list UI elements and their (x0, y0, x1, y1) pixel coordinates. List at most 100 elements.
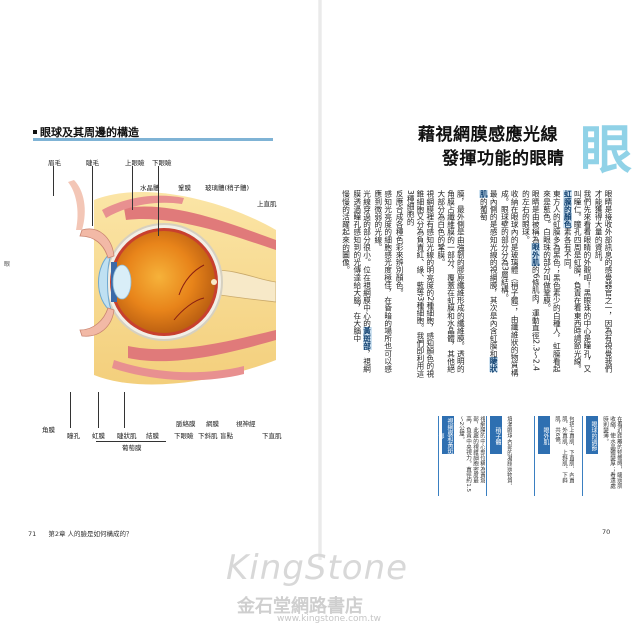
text-run: ，視網膜透過瞳孔感知到的光傳達給大腦，在大腦中 (352, 190, 372, 373)
text-column: 感知光亮度的細胞感光度極佳，在昏暗的場所也可以感應到微弱的光線。 (374, 190, 393, 378)
upper-eyelid (79, 228, 115, 259)
label-uvea: 葡萄膜 (122, 444, 142, 452)
leader-line (124, 392, 125, 428)
label-lens: 水晶體 (140, 184, 160, 192)
section-title-text: 眼球及其周邊的構造 (40, 126, 139, 139)
text-column: 眼睛是接收外部訊息的感覺器官之一，因為有視覺我們才能獲得大量的資訊。 (594, 190, 613, 378)
label-vitreous: 玻璃體(稍子體) (205, 184, 250, 192)
label-lower-lid: 下眼瞼 (174, 432, 194, 440)
text-run: 的6條肌肉，運動直徑2.3～2.4的左右的眼球。 (521, 190, 541, 372)
text-column: 慢慢的活躍起來的圖像。 (341, 190, 351, 378)
label-sclera: 鞏膜 (178, 184, 191, 192)
text-run: 眼睛是由被稱為 (531, 190, 541, 244)
text-column: 反應合成各種色彩來辨別顏色。 (395, 190, 404, 378)
text-run: 感知光亮度的細胞感光度極佳，在昏暗的場所也可以感應到微弱的光線。 (373, 190, 393, 373)
page-number-left: 71 (28, 530, 37, 538)
side-note: 稍子體填滿眼球內部的凝膠狀物質。 (486, 416, 527, 496)
headline-line-1: 藉視網膜感應光線 (418, 125, 558, 145)
chapter-footer: 第2章 人的臉是如何構成的？ (48, 530, 133, 538)
title-underline (33, 138, 273, 141)
text-column: 視網膜裡有感知光線的明亮度的2種細胞，感知顏色的視錐細胞又分為負責紅、綠、藍等3… (406, 190, 435, 378)
side-note-text: 視網膜的中心部位稱為黃斑部，此處的視錐細胞密度最高，負責中央視力。直徑約1.5～… (458, 416, 485, 493)
highlighted-term: 眼外肌 (531, 243, 541, 267)
label-eyebrow: 眉毛 (48, 159, 61, 167)
page-number-right: 70 (602, 528, 611, 536)
label-optic-nerve: 視神經 (236, 420, 256, 428)
text-column (467, 190, 477, 378)
text-column: 我們先來看看眼睛的外觀吧！黑眼珠的中心是瞳孔，又叫瞳仁。瞳孔四周是虹膜，負責在看… (563, 190, 592, 378)
text-run: 收納在眼球內的是玻璃體（稍子體），由纖維狀的物質構成。眼球壁的部分分為3層結構。 (500, 190, 520, 377)
headline-line-2: 發揮功能的眼睛 (442, 149, 565, 169)
text-column: 眼睛是由被稱為眼外肌的6條肌肉，運動直徑2.3～2.4的左右的眼球。 (521, 190, 541, 378)
label-inferior-rectus: 下直肌 (262, 432, 282, 440)
book-spread: 眼球及其周邊的構造 眼 (0, 0, 633, 624)
superior-rectus-muscle (124, 206, 276, 250)
leader-line (132, 166, 133, 210)
leader-line (70, 392, 71, 428)
side-note-heading: 稍子體 (490, 416, 502, 454)
side-tab: 眼 (4, 261, 11, 268)
blind-spot (211, 279, 217, 285)
text-run: 慢慢的活躍起來的圖像。 (341, 190, 351, 274)
text-run: 的葡萄 (479, 197, 489, 221)
text-column: 光線穿過的部分很小。位在視網膜中心的黃斑部，視網膜透過瞳孔感知到的光傳達給大腦，… (353, 190, 372, 378)
label-superior-rectus: 上直肌 (257, 200, 277, 208)
uvea-bracket (96, 441, 166, 442)
leader-line (158, 166, 159, 236)
watermark-logo: KingStone (226, 548, 409, 588)
side-note-heading: 眼外肌 (538, 416, 550, 454)
side-note-text: 包括上直肌、下直肌、內直肌、外直肌、上斜肌、下斜肌，共6條。 (554, 416, 574, 484)
label-retina: 網膜 (206, 420, 219, 428)
inferior-oblique-muscle (112, 360, 244, 381)
watermark-name: 金石堂網路書店 (237, 596, 363, 617)
lens (112, 264, 132, 300)
optic-nerve (213, 269, 276, 303)
lower-eyelid (79, 307, 115, 337)
left-page: 眼球及其周邊的構造 眼 (0, 0, 320, 560)
label-inferior-oblique: 下斜肌 (198, 432, 218, 440)
text-run: 眼睛是接收外部訊息的感覺器官之一，因為有視覺我們才能獲得大量的資訊。 (594, 190, 613, 373)
text-column: 東方人的虹膜多為黑色；黑色素少的白種人，虹膜看起來是藍色。白眼珠的部分叫做鞏膜。 (542, 190, 562, 378)
side-note: 眼球的調節在看近距離的物體時，睫狀肌收縮，使水晶體變厚；看遠處時則變薄。 (582, 416, 623, 496)
text-run: 膜，最外側是由強韌的膠原纖維形成的纖維膜。透明的角膜占纖維膜的一部分，覆蓋在虹膜… (436, 190, 466, 373)
footer-left: 71 第2章 人的臉是如何構成的？ (28, 528, 133, 538)
text-run: 素各有不同。 (563, 228, 573, 274)
label-blind-spot: 盲點 (220, 432, 233, 440)
leader-line (92, 166, 93, 226)
eye-anatomy-diagram (68, 180, 276, 385)
text-column: 收納在眼球內的是玻璃體（稍子體），由纖維狀的物質構成。眼球壁的部分分為3層結構。 (500, 190, 519, 378)
retinal-vessel (173, 297, 205, 321)
text-run: 光線穿過的部分很小。位在視網膜中心的 (362, 190, 372, 327)
side-note-heading: 視網膜和黃斑部 (437, 416, 454, 454)
label-ciliary: 睫狀肌 (117, 432, 137, 440)
upper-lid-muscle (102, 195, 184, 218)
leader-line (53, 166, 54, 196)
inferior-rectus-muscle (128, 330, 276, 362)
text-column: 最內側的是感知光線的視網膜，其次是內含虹膜和睫狀肌的葡萄 (479, 190, 499, 378)
side-note: 視網膜和黃斑部視網膜的中心部位稱為黃斑部，此處的視錐細胞密度最高，負責中央視力。… (437, 416, 485, 496)
side-note-heading: 眼球的調節 (586, 416, 598, 454)
section-title: 眼球及其周邊的構造 (33, 124, 139, 140)
text-run: 東方人的虹膜多為黑色；黑色素少的白種人，虹膜看起來是藍色。白眼珠的部分叫做鞏膜。 (542, 190, 562, 373)
watermark-url: www.kingstone.com.tw (277, 614, 382, 624)
side-note: 眼外肌包括上直肌、下直肌、內直肌、外直肌、上斜肌、下斜肌，共6條。 (534, 416, 575, 496)
retinal-vessel (178, 264, 205, 296)
text-run: 最內側的是感知光線的視網膜，其次是內含虹膜和 (489, 190, 499, 358)
leader-line (98, 392, 99, 428)
bullet-square-icon (33, 130, 37, 134)
label-pupil: 瞳孔 (67, 432, 80, 440)
headline-big-char: 眼 (580, 121, 633, 181)
brow-skin (68, 180, 85, 230)
text-column: 膜，最外側是由強韌的膠原纖維形成的纖維膜。透明的角膜占纖維膜的一部分，覆蓋在虹膜… (437, 190, 466, 378)
label-lower-lid-top: 下眼瞼 (152, 159, 172, 167)
side-notes: 眼球的調節在看近距離的物體時，睫狀肌收縮，使水晶體變厚；看遠處時則變薄。眼外肌包… (430, 416, 626, 496)
side-note-text: 在看近距離的物體時，睫狀肌收縮，使水晶體變厚；看遠處時則變薄。 (602, 416, 622, 489)
text-run: 視網膜裡有感知光線的明亮度的2種細胞，感知顏色的視錐細胞又分為負責紅、綠、藍等3… (406, 190, 435, 378)
highlighted-term: 虹膜的顏色 (563, 190, 573, 228)
text-run: 我們先來看看眼睛的外觀吧！黑眼珠的中心是瞳孔，又叫瞳仁。瞳孔四周是虹膜，負責在看… (573, 190, 592, 373)
book-gutter (318, 0, 322, 560)
label-cornea: 角膜 (42, 426, 55, 434)
body-text-columns: 眼睛是接收外部訊息的感覺器官之一，因為有視覺我們才能獲得大量的資訊。我們先來看看… (341, 190, 613, 380)
vitreous-body (113, 231, 215, 333)
label-upper-lid: 上眼瞼 (125, 159, 145, 167)
